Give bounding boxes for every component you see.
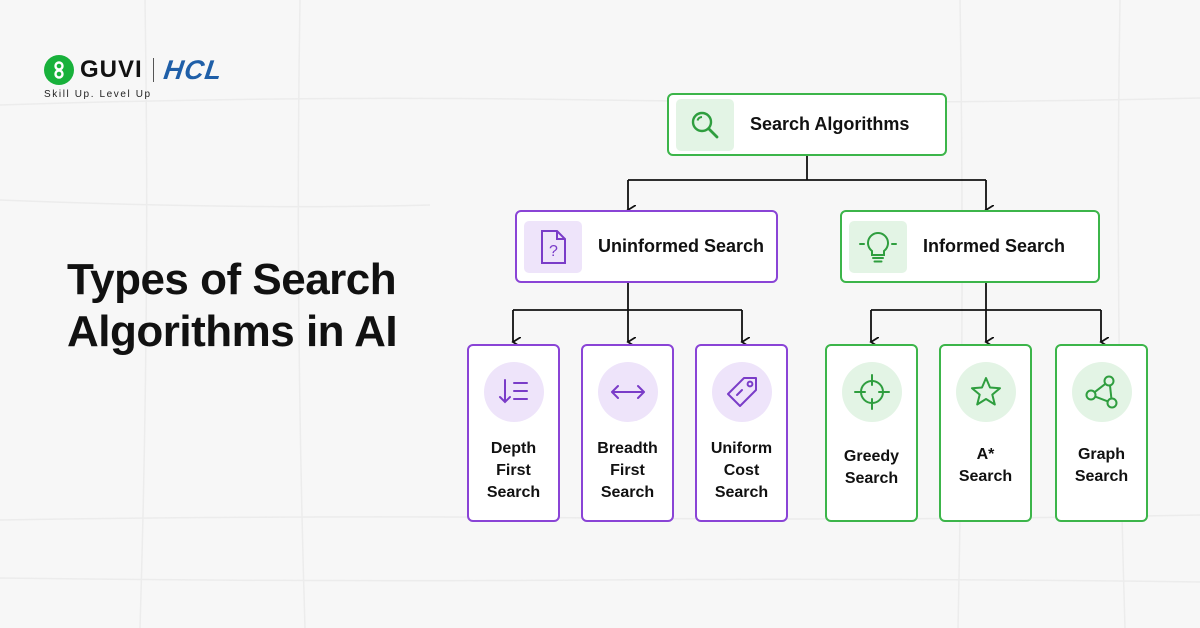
question-document-icon-box: ?: [524, 220, 582, 273]
node-a-star-search: A* Search: [939, 344, 1032, 522]
lightbulb-icon: [859, 231, 897, 262]
price-tag-icon-circle: [711, 362, 772, 422]
star-icon: [970, 377, 1001, 406]
page-title-line-1: Types of Search: [67, 255, 397, 304]
node-label: Depth First Search: [486, 440, 541, 501]
guvi-wordmark: GUVI: [80, 56, 143, 83]
brand-header: GUVI HCL Skill Up. Level Up: [44, 53, 224, 100]
brand-divider: [152, 58, 154, 82]
star-icon-circle: [955, 362, 1016, 422]
price-tag-icon: [726, 377, 757, 407]
sort-depth-icon: [498, 379, 528, 404]
question-document-icon: ?: [541, 229, 566, 264]
node-label: Greedy Search: [843, 448, 900, 487]
node-graph-search: Graph Search: [1055, 344, 1148, 522]
horizontal-arrows-icon-circle: [597, 362, 658, 422]
guvi-logo-icon: [44, 55, 74, 85]
svg-text:?: ?: [549, 243, 558, 260]
node-breadth-first-search: Breadth First Search: [581, 344, 674, 522]
graph-nodes-icon-circle: [1071, 362, 1132, 422]
node-search-algorithms: Search Algorithms: [667, 93, 947, 156]
node-label: Graph Search: [1074, 446, 1129, 485]
crosshair-icon: [853, 374, 890, 410]
page-title-line-2: Algorithms in AI: [67, 307, 398, 356]
lightbulb-icon-box: [849, 220, 907, 273]
sort-depth-icon-circle: [483, 362, 544, 422]
graph-nodes-icon: [1085, 375, 1117, 409]
search-icon: [691, 111, 719, 138]
node-label: Informed Search: [923, 236, 1066, 256]
crosshair-icon-circle: [841, 362, 902, 422]
node-label: Search Algorithms: [750, 114, 910, 134]
horizontal-arrows-icon: [610, 385, 645, 399]
node-uniform-cost-search: Uniform Cost Search: [695, 344, 788, 522]
node-label: Breadth First Search: [597, 440, 658, 501]
node-label: A* Search: [958, 446, 1013, 485]
node-label: Uniform Cost Search: [710, 440, 773, 501]
node-label: Uninformed Search: [598, 236, 765, 256]
page-title: Types of Search Algorithms in AI: [67, 254, 398, 358]
node-greedy-search: Greedy Search: [825, 344, 918, 522]
brand-tagline: Skill Up. Level Up: [44, 89, 152, 100]
node-uninformed-search: ? Uninformed Search: [515, 210, 778, 283]
search-icon-box: [676, 98, 734, 151]
node-informed-search: Informed Search: [840, 210, 1100, 283]
node-depth-first-search: Depth First Search: [467, 344, 560, 522]
